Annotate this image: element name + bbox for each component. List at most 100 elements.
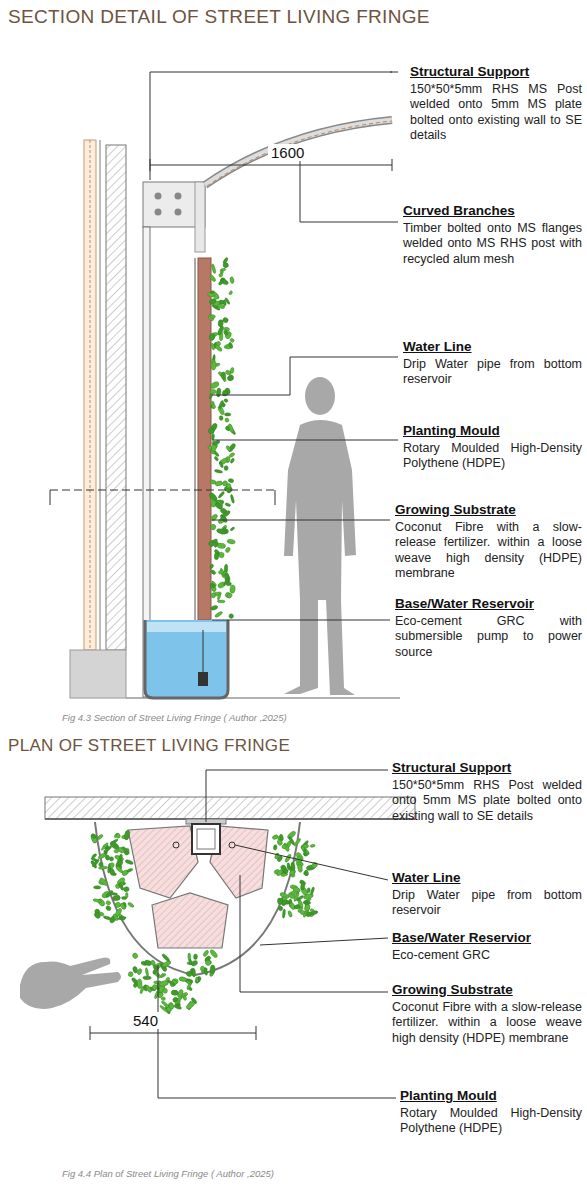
- leaf: [118, 882, 124, 891]
- dimension: 540: [130, 1012, 161, 1029]
- figure-caption: Fig 4.4 Plan of Street Living Fringe ( A…: [62, 1168, 274, 1179]
- section-cut-line: [50, 490, 275, 505]
- callout-body: Coconut Fibre with a slow-release fertil…: [395, 520, 582, 581]
- leaf: [126, 868, 133, 873]
- leaf: [307, 888, 311, 893]
- leaf: [288, 836, 295, 846]
- leaf: [123, 886, 130, 892]
- leaf: [211, 264, 216, 274]
- callout-heading: Base/Water Reservoir: [395, 596, 534, 611]
- leaf: [163, 988, 168, 993]
- leaf: [190, 960, 198, 967]
- leaf: [300, 882, 305, 891]
- leaf: [222, 390, 229, 397]
- leaf: [224, 398, 229, 402]
- leaf: [210, 315, 215, 319]
- leaf: [277, 905, 283, 911]
- leaf: [200, 966, 205, 972]
- leaf: [224, 413, 230, 416]
- leaf: [229, 585, 235, 594]
- leaf: [168, 1003, 175, 1010]
- leaf: [171, 990, 179, 996]
- leaf: [214, 611, 223, 618]
- leaf: [167, 980, 176, 987]
- water-reservoir: [145, 620, 228, 698]
- callout-body: 150*50*5mm RHS MS Post welded onto 5mm M…: [410, 82, 582, 143]
- leaf: [94, 886, 101, 889]
- callout-body: Rotary Moulded High-Density Polythene (H…: [400, 1106, 582, 1137]
- leaf: [132, 952, 139, 959]
- leaf: [223, 262, 229, 268]
- leaf: [174, 1004, 182, 1010]
- leaf: [225, 502, 231, 507]
- callout-body: 150*50*5mm RHS Post welded onto 5mm MS p…: [392, 778, 582, 824]
- leaf: [110, 862, 115, 868]
- leaf: [276, 869, 284, 877]
- leaf: [228, 478, 234, 483]
- leaf: [279, 834, 284, 841]
- leaf: [90, 833, 97, 839]
- plan-reservoir: [95, 822, 300, 975]
- callout-heading: Structural Support: [410, 64, 529, 79]
- callout-heading: Base/Water Reservior: [392, 930, 531, 945]
- leaf: [113, 913, 119, 921]
- leaf: [185, 1000, 196, 1010]
- leaf: [161, 997, 166, 1001]
- leaf: [292, 886, 301, 893]
- dimension: 1600: [268, 144, 307, 161]
- leaf: [225, 445, 231, 452]
- leaf: [221, 372, 226, 380]
- leaf: [304, 901, 310, 911]
- leaf: [128, 971, 133, 977]
- leaf: [310, 844, 316, 848]
- leaf: [212, 304, 221, 311]
- leaf: [186, 971, 193, 978]
- leaf: [282, 909, 286, 918]
- leaf: [211, 434, 214, 440]
- leaf: [214, 469, 223, 474]
- callout-body: Rotary Moulded High-Density Polythene (H…: [403, 441, 582, 472]
- leaf: [208, 428, 214, 434]
- leaf: [183, 995, 187, 1001]
- callout-body: Coconut Fibre with a slow-release fertil…: [392, 1000, 582, 1046]
- leaf: [186, 982, 192, 990]
- callout-heading: Growing Substrate: [392, 982, 513, 997]
- leaf: [221, 268, 226, 271]
- leaf: [112, 895, 120, 901]
- leaf: [224, 466, 228, 471]
- leaf: [202, 949, 209, 957]
- leaf: [214, 553, 219, 560]
- leaf: [227, 539, 236, 545]
- leaf: [161, 960, 172, 968]
- leaf: [209, 564, 214, 570]
- callout-heading: Water Line: [403, 339, 472, 354]
- leaf: [277, 898, 283, 905]
- leaf: [209, 949, 218, 959]
- leaf: [161, 953, 170, 962]
- leaf: [208, 314, 215, 322]
- leaf: [115, 865, 124, 874]
- leaf: [230, 494, 235, 503]
- plants: [207, 257, 236, 619]
- leaf: [226, 374, 234, 382]
- leaf: [216, 528, 227, 535]
- figure-caption: Fig 4.3 Section of Street Living Fringe …: [62, 712, 287, 723]
- leaf: [273, 844, 277, 850]
- leaf: [210, 584, 215, 588]
- leaf: [93, 911, 101, 919]
- leaf: [218, 280, 224, 286]
- leaf: [103, 845, 112, 853]
- existing-wall: [70, 140, 400, 698]
- leader-lines: [158, 770, 396, 1098]
- leaf: [225, 418, 230, 423]
- leaf: [304, 904, 311, 912]
- leaf: [192, 968, 196, 977]
- leaf: [195, 977, 199, 983]
- leaf: [223, 577, 230, 586]
- leaf: [219, 415, 224, 420]
- curved-branch: [205, 120, 392, 186]
- leaf: [216, 388, 221, 397]
- callout-body: Eco-cement GRC with submersible pump to …: [395, 614, 582, 660]
- leaf: [210, 605, 218, 611]
